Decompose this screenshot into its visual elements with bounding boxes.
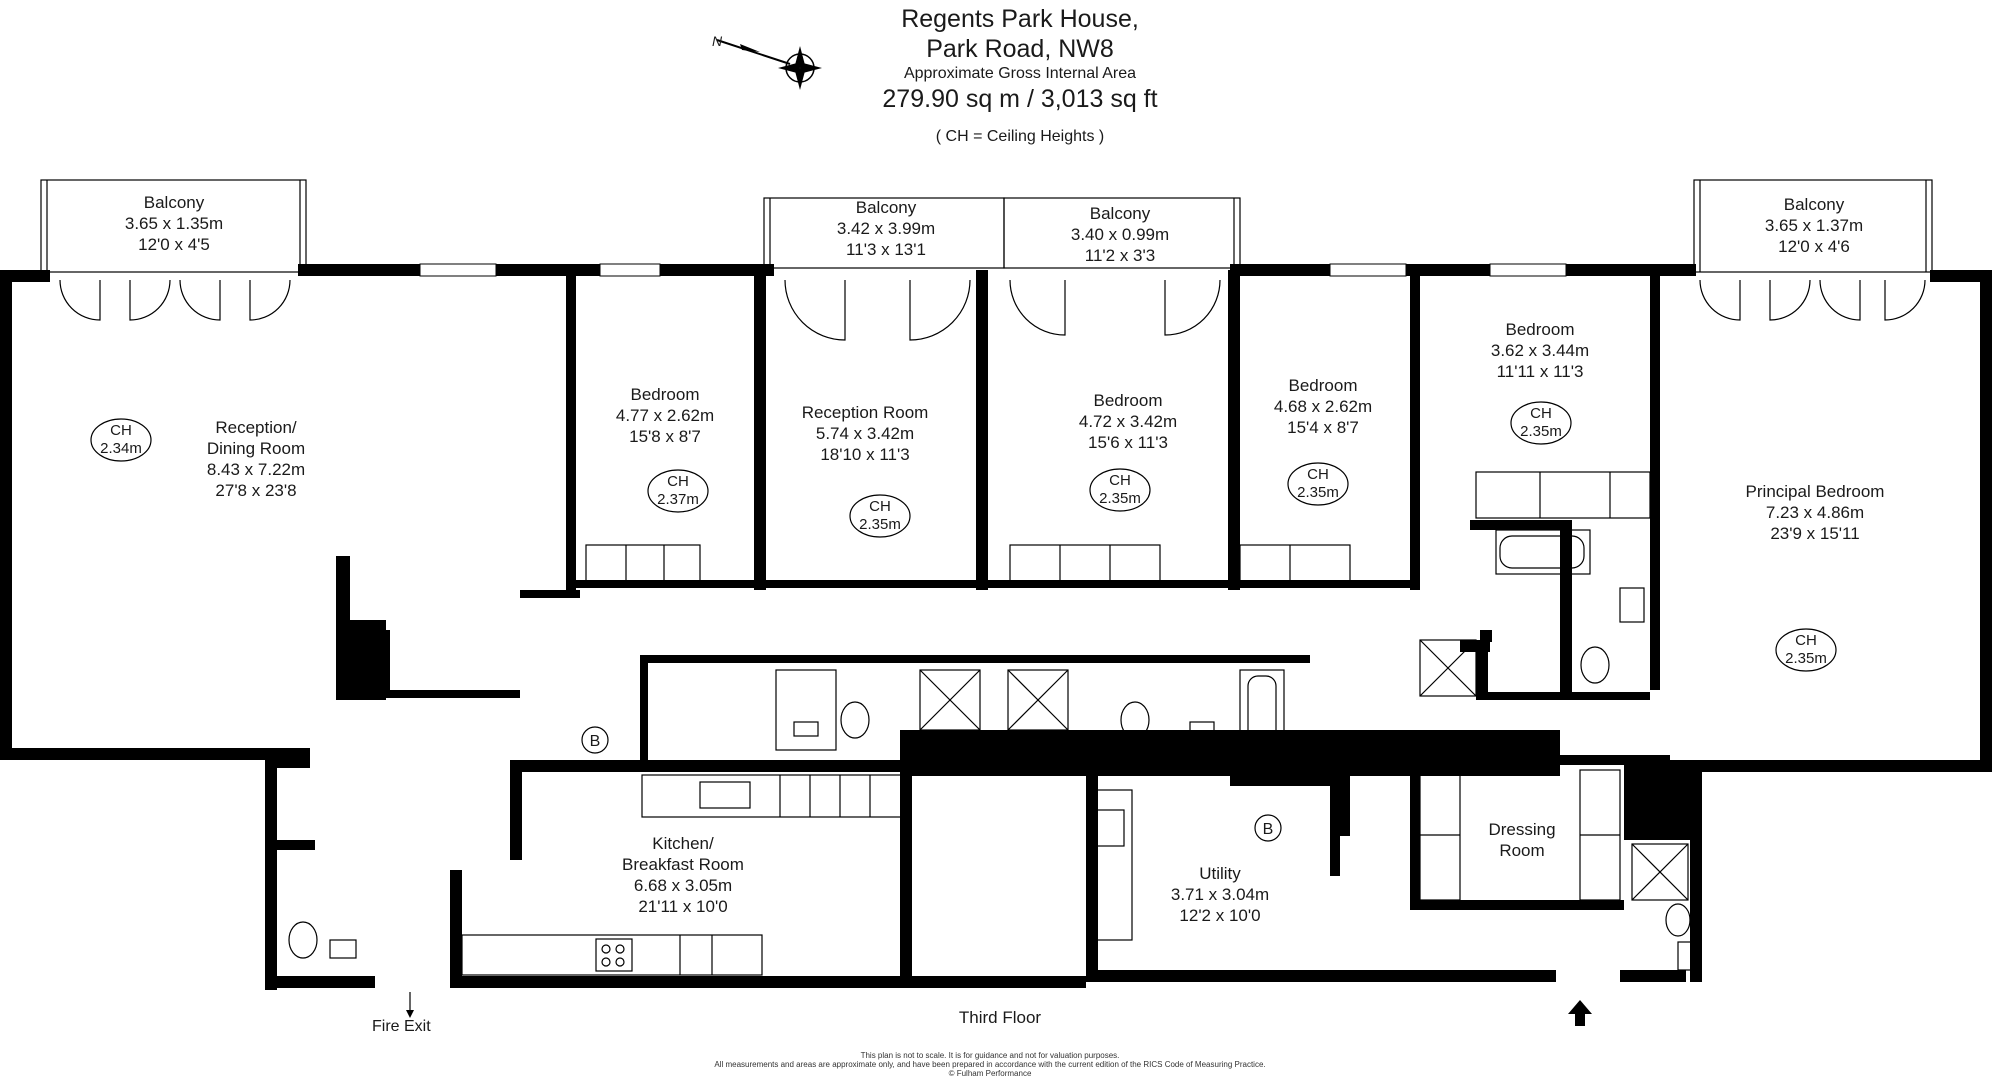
ch-bedroom3: CH 2.35m — [1287, 462, 1349, 506]
title-block: Regents Park House, Park Road, NW8 Appro… — [760, 4, 1280, 146]
ch-note: ( CH = Ceiling Heights ) — [935, 128, 1105, 145]
compass-icon: N — [712, 33, 822, 90]
balcony2-imperial: 11'3 x 13'1 — [846, 240, 926, 259]
balcony1-name: Balcony — [144, 193, 205, 212]
ch-value: 2.34m — [100, 440, 142, 457]
room-labels: Balcony 3.65 x 1.35m 12'0 x 4'5 Balcony … — [125, 193, 1885, 925]
exterior-walls — [0, 264, 1992, 990]
ch-reception-dining: CH 2.34m — [90, 418, 152, 462]
kitchen-name-1: Kitchen/ — [652, 834, 714, 853]
windows — [419, 263, 1567, 277]
reception-dining-imperial: 27'8 x 23'8 — [215, 481, 296, 500]
ch-label: CH — [110, 422, 132, 439]
boiler-label-2: B — [1263, 821, 1274, 838]
ch-bedroom4: CH 2.35m — [1510, 401, 1572, 445]
bedroom4-imperial: 11'11 x 11'3 — [1497, 362, 1584, 381]
bedroom1-imperial: 15'8 x 8'7 — [629, 427, 701, 446]
utility-imperial: 12'2 x 10'0 — [1179, 906, 1260, 925]
reception-room-imperial: 18'10 x 11'3 — [820, 445, 909, 464]
bedroom1-metric: 4.77 x 2.62m — [616, 406, 714, 425]
boiler-label-1: B — [590, 733, 601, 750]
balcony2-metric: 3.42 x 3.99m — [837, 219, 935, 238]
interior-walls — [265, 270, 1690, 980]
balcony3-name: Balcony — [1090, 204, 1151, 223]
boiler-markers: B B — [581, 726, 1282, 842]
bedroom2-name: Bedroom — [1094, 391, 1163, 410]
utility-name: Utility — [1199, 864, 1241, 883]
balcony1-metric: 3.65 x 1.35m — [125, 214, 223, 233]
entrance-arrow-icon — [1568, 1000, 1592, 1026]
principal-bedroom-name: Principal Bedroom — [1746, 482, 1885, 501]
wardrobes — [585, 471, 1651, 901]
reception-dining-name-2: Dining Room — [207, 439, 305, 458]
disclaimer-line-3: © Fulham Performance — [948, 1069, 1032, 1078]
disclaimer: This plan is not to scale. It is for gui… — [660, 1051, 1320, 1078]
balcony1-imperial: 12'0 x 4'5 — [138, 235, 210, 254]
bedroom3-metric: 4.68 x 2.62m — [1274, 397, 1372, 416]
balcony4-imperial: 12'0 x 4'6 — [1778, 237, 1850, 256]
principal-bedroom-imperial: 23'9 x 15'11 — [1770, 524, 1859, 543]
ch-label: CH — [1307, 466, 1329, 483]
kitchen-fittings — [461, 774, 1133, 976]
area-label: Approximate Gross Internal Area — [903, 65, 1137, 82]
reception-dining-metric: 8.43 x 7.22m — [207, 460, 305, 479]
disclaimer-line-1: This plan is not to scale. It is for gui… — [860, 1051, 1120, 1060]
bedroom3-name: Bedroom — [1289, 376, 1358, 395]
ch-value: 2.35m — [1099, 490, 1141, 507]
ch-reception-room: CH 2.35m — [849, 494, 911, 538]
fire-exit-label: Fire Exit — [372, 1018, 431, 1035]
balcony-outlines — [40, 179, 1933, 273]
ch-label: CH — [667, 473, 689, 490]
ch-value: 2.35m — [1520, 423, 1562, 440]
reception-room-name: Reception Room — [802, 403, 929, 422]
balcony3-metric: 3.40 x 0.99m — [1071, 225, 1169, 244]
fire-exit-arrow-icon — [406, 992, 414, 1018]
ch-value: 2.37m — [657, 491, 699, 508]
address-line-1: Regents Park House, — [901, 5, 1139, 33]
bedroom3-imperial: 15'4 x 8'7 — [1287, 418, 1359, 437]
balcony4-metric: 3.65 x 1.37m — [1765, 216, 1863, 235]
bedroom4-metric: 3.62 x 3.44m — [1491, 341, 1589, 360]
reception-room-metric: 5.74 x 3.42m — [816, 424, 914, 443]
ch-principal-bedroom: CH 2.35m — [1775, 628, 1837, 672]
ch-label: CH — [1795, 632, 1817, 649]
disclaimer-line-2: All measurements and areas are approxima… — [714, 1060, 1266, 1069]
reception-dining-name-1: Reception/ — [215, 418, 297, 437]
balcony4-name: Balcony — [1784, 195, 1845, 214]
kitchen-metric: 6.68 x 3.05m — [634, 876, 732, 895]
compass-north-letter: N — [712, 33, 723, 49]
ch-value: 2.35m — [859, 516, 901, 533]
ch-label: CH — [869, 498, 891, 515]
dressing-name-2: Room — [1499, 841, 1544, 860]
bedroom2-imperial: 15'6 x 11'3 — [1088, 433, 1168, 452]
bedroom1-name: Bedroom — [631, 385, 700, 404]
ceiling-height-markers: CH 2.34m CH 2.37m CH 2.35m CH 2.35m CH 2… — [90, 401, 1837, 672]
ch-bedroom2: CH 2.35m — [1089, 468, 1151, 512]
address-line-2: Park Road, NW8 — [926, 35, 1114, 63]
dressing-name-1: Dressing — [1488, 820, 1555, 839]
kitchen-imperial: 21'11 x 10'0 — [638, 897, 727, 916]
balcony-doors — [59, 279, 1926, 341]
bedroom4-name: Bedroom — [1506, 320, 1575, 339]
ch-label: CH — [1530, 405, 1552, 422]
ch-value: 2.35m — [1785, 650, 1827, 667]
ch-value: 2.35m — [1297, 484, 1339, 501]
balcony2-name: Balcony — [856, 198, 917, 217]
principal-bedroom-metric: 7.23 x 4.86m — [1766, 503, 1864, 522]
bedroom2-metric: 4.72 x 3.42m — [1079, 412, 1177, 431]
ch-label: CH — [1109, 472, 1131, 489]
floor-label: Third Floor — [958, 1008, 1042, 1027]
kitchen-name-2: Breakfast Room — [622, 855, 744, 874]
bathroom-fixtures — [288, 529, 1701, 971]
area-value: 279.90 sq m / 3,013 sq ft — [882, 85, 1158, 113]
balcony3-imperial: 11'2 x 3'3 — [1085, 246, 1155, 265]
utility-metric: 3.71 x 3.04m — [1171, 885, 1269, 904]
ch-bedroom1: CH 2.37m — [647, 469, 709, 513]
